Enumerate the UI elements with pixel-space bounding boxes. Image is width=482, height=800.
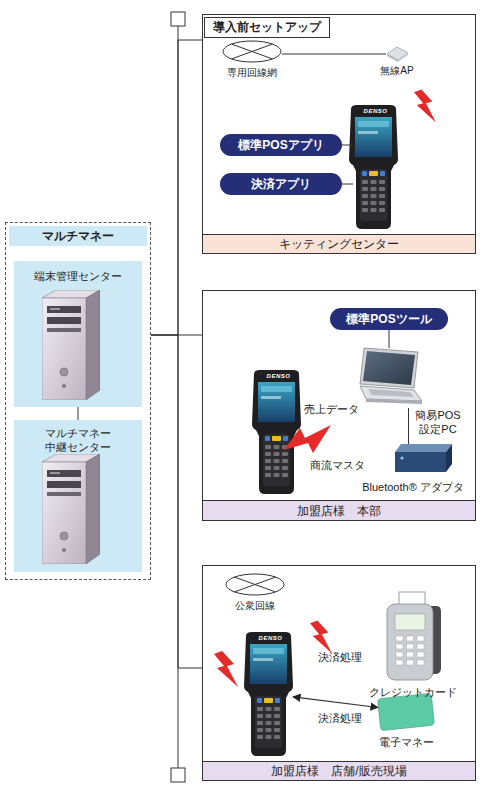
node-text: DENSO xyxy=(242,634,299,642)
node-text: 簡易POS 設定PC xyxy=(412,408,464,436)
node-text: 無線AP xyxy=(372,64,422,78)
node-text: 公衆回線 xyxy=(215,599,295,613)
access-point: 無線AP xyxy=(386,47,408,61)
handheld-terminal: DENSO xyxy=(353,105,398,229)
annotation-label: 売上データ xyxy=(304,402,359,417)
ellipse-outline xyxy=(226,574,284,595)
node-text: Bluetooth® アダプタ xyxy=(348,480,478,495)
node-text: キッティングセンター xyxy=(203,234,475,253)
ellipse-cross xyxy=(231,44,272,59)
bus-terminal xyxy=(171,12,185,26)
connector-line xyxy=(342,184,353,185)
ellipse-cross xyxy=(234,577,275,592)
ellipse-cross xyxy=(231,44,272,59)
connector-line xyxy=(342,145,353,146)
server-panel: マルチマネー 中継センター xyxy=(14,420,142,572)
system-group: 端末管理センターマルチマネー 中継センター マルチマネー xyxy=(5,222,151,580)
connector-line xyxy=(293,697,378,708)
node-text: 専用回線網 xyxy=(212,66,292,80)
connector-line xyxy=(282,54,386,55)
app-pill: 決済アプリ xyxy=(220,173,342,195)
annotation-label: 決済処理 xyxy=(318,650,362,665)
connector-line xyxy=(389,330,390,348)
connector-line xyxy=(151,335,202,336)
connector-line xyxy=(408,408,409,444)
app-pill: 標準POSアプリ xyxy=(220,134,342,156)
node-text: 端末管理センター xyxy=(14,269,142,284)
node-text: マルチマネー 中継センター xyxy=(36,426,120,454)
emoney-card: 電子マネー xyxy=(378,694,434,728)
bus-line xyxy=(171,12,185,782)
node-text: 決済アプリ xyxy=(220,173,342,195)
node-text: 電子マネー xyxy=(366,735,446,750)
ellipse-cross xyxy=(234,577,275,592)
network-ellipse xyxy=(225,573,285,596)
annotation-label: 商流マスタ xyxy=(310,458,365,473)
node-text: 加盟店様 店舗/販売現場 xyxy=(203,761,475,780)
node-text: 加盟店様 本部 xyxy=(203,500,475,520)
site-box: 公衆回線クレジットカードDENSO電子マネー加盟店様 店舗/販売現場 xyxy=(202,565,476,781)
node-text: 標準POSアプリ xyxy=(220,134,342,156)
node-text: クレジットカード xyxy=(363,685,463,700)
node-text: DENSO xyxy=(347,107,404,115)
site-box: 専用回線網無線APDENSO標準POSアプリ決済アプリ導入前セットアップキッティ… xyxy=(202,14,476,254)
network-ellipse xyxy=(222,40,282,63)
bus-terminal xyxy=(171,768,185,782)
node-text: DENSO xyxy=(250,372,307,380)
connector-line xyxy=(78,407,79,420)
edge-label: 決済処理 xyxy=(318,711,362,726)
node-text: マルチマネー xyxy=(9,226,147,246)
node-text: 標準POSツール xyxy=(330,308,448,330)
connector-line xyxy=(151,335,202,668)
handheld-terminal: DENSO xyxy=(256,370,301,494)
handheld-terminal: DENSO xyxy=(248,632,293,756)
node-text: 導入前セットアップ xyxy=(204,17,330,38)
network-cloud: 公衆回線 xyxy=(225,573,285,596)
network-cloud: 専用回線網 xyxy=(222,40,282,63)
credit-terminal: クレジットカード xyxy=(385,592,441,680)
server-panel: 端末管理センター xyxy=(14,261,142,407)
tool-pill: 標準POSツール xyxy=(330,308,448,330)
bluetooth-adapter: Bluetooth® アダプタ xyxy=(395,444,452,472)
setup-pc: 簡易POS 設定PC xyxy=(356,348,422,408)
ellipse-outline xyxy=(223,41,281,62)
connector-line xyxy=(151,40,202,335)
